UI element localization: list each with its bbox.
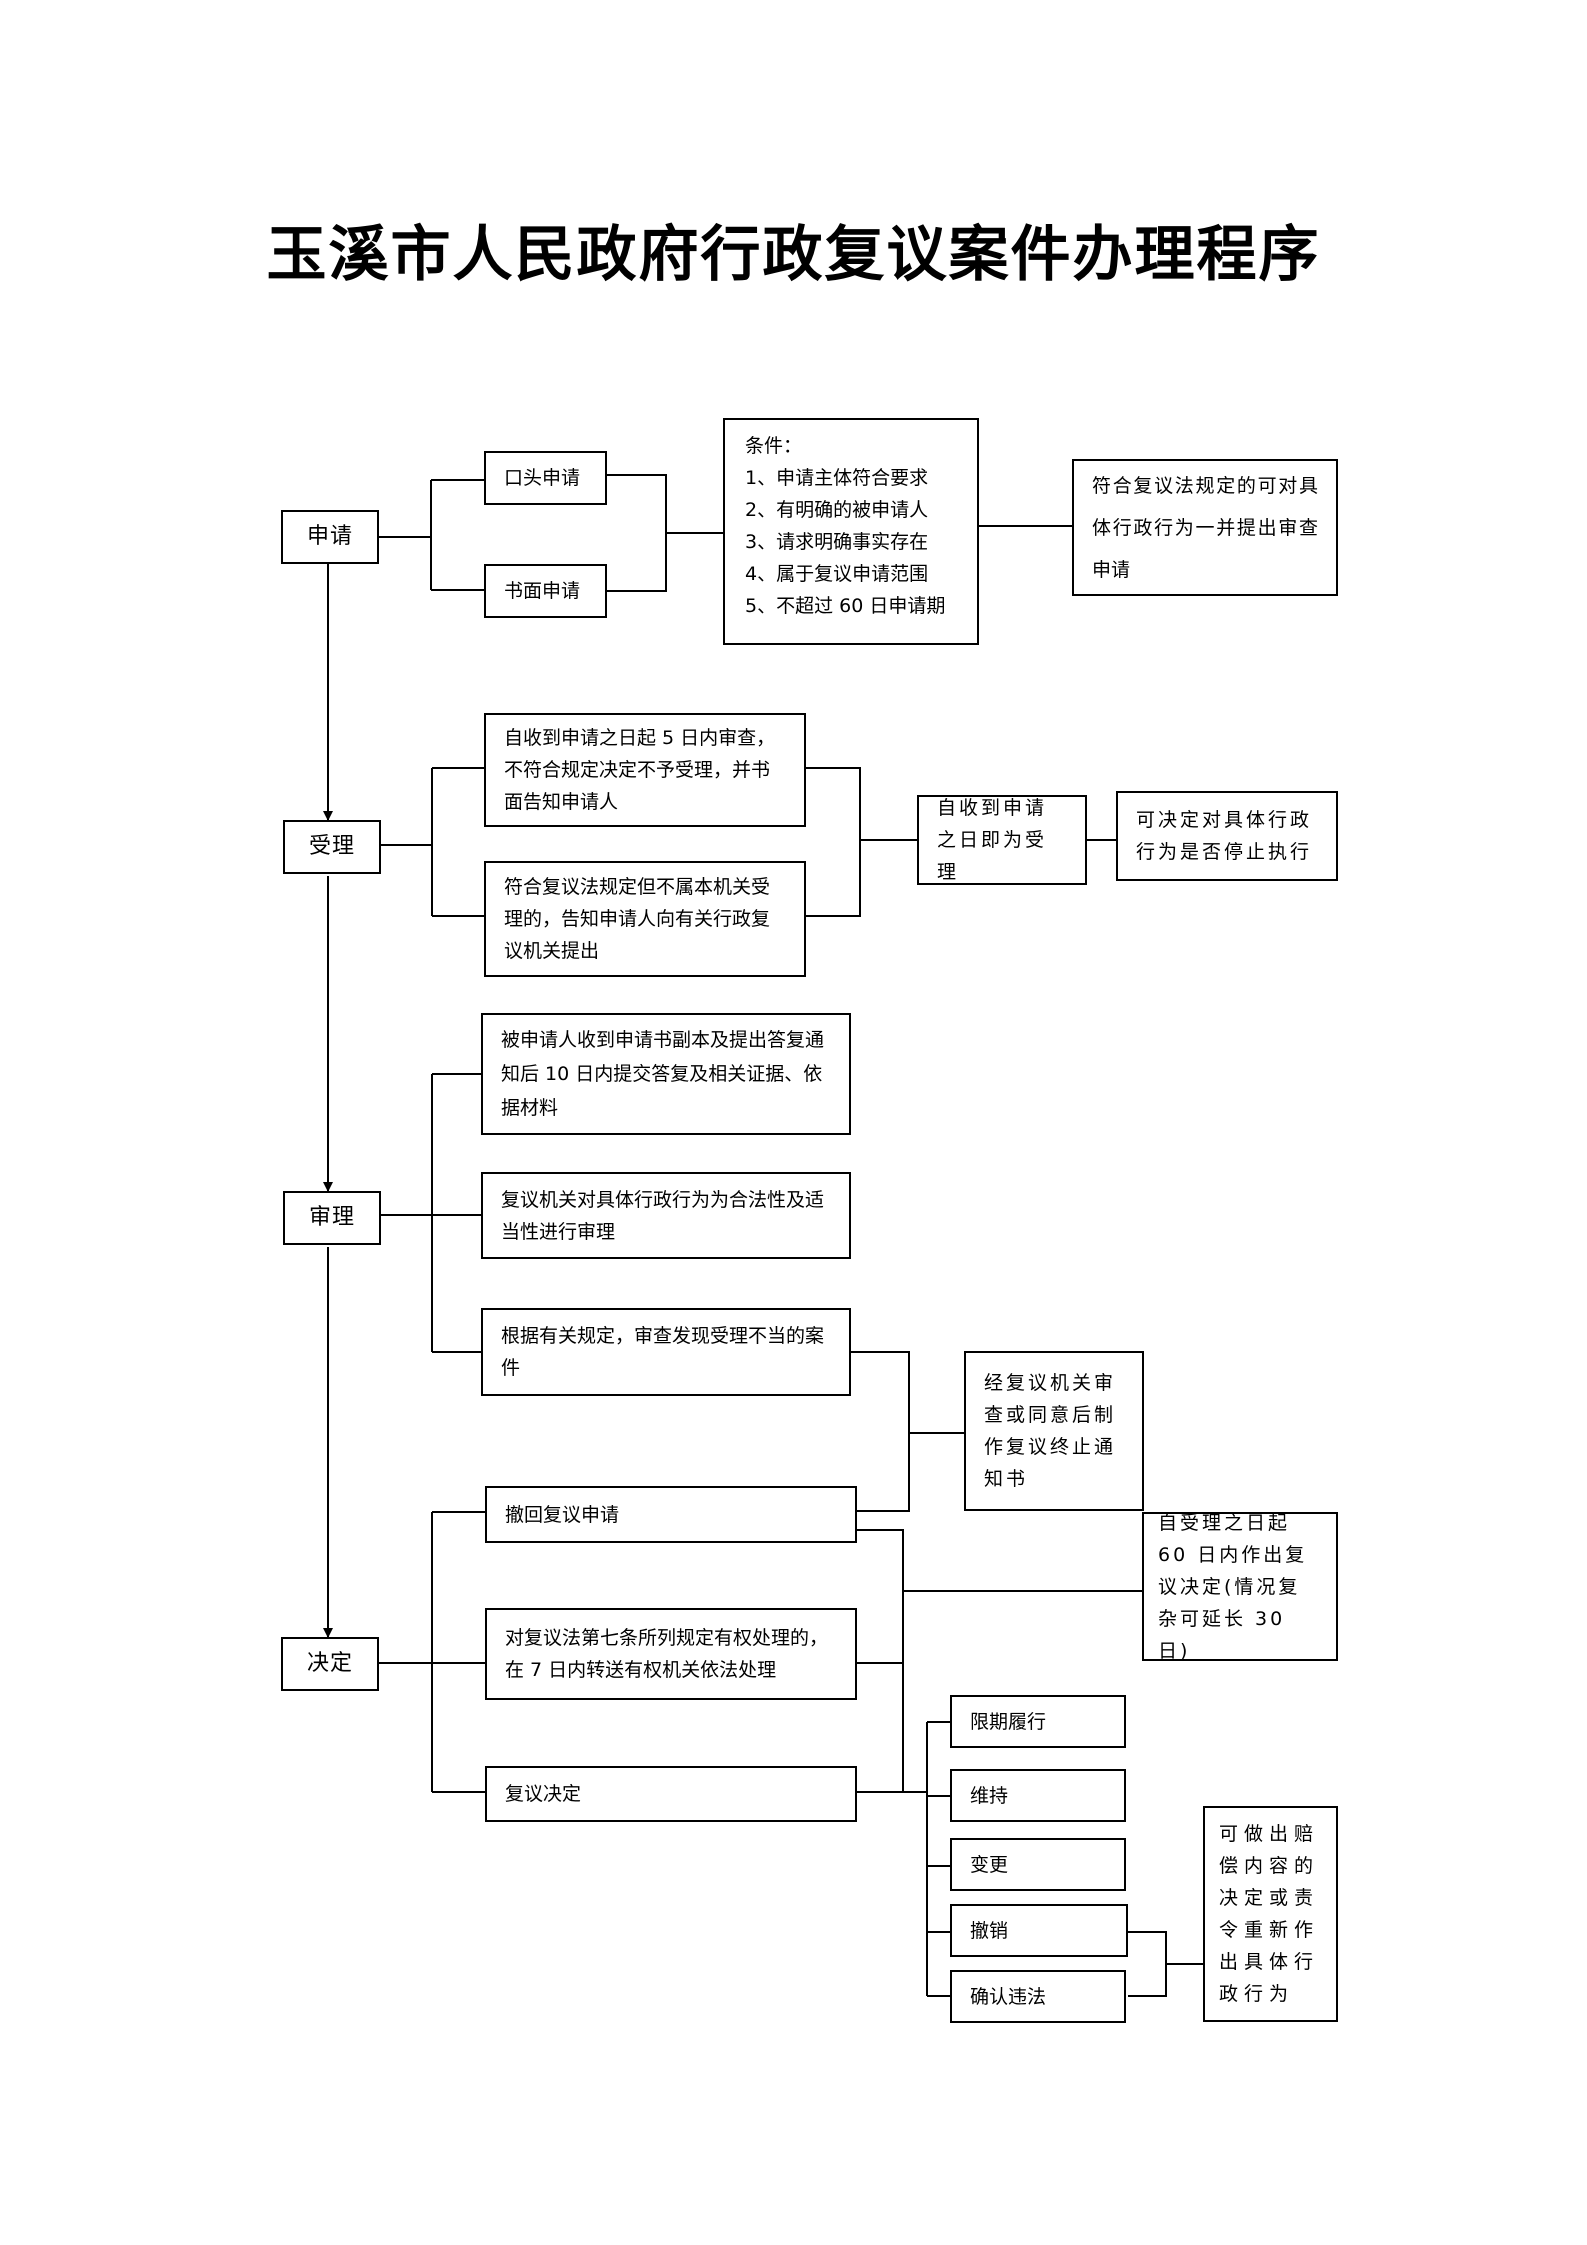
outcome-revoke: 撤销 <box>950 1904 1128 1957</box>
review-decision-box: 复议决定 <box>485 1766 857 1822</box>
withdraw-application-box: 撤回复议申请 <box>485 1486 857 1543</box>
connector-termination <box>851 1351 964 1512</box>
outcome-perform-within-deadline: 限期履行 <box>950 1695 1126 1748</box>
legality-review-box: 复议机关对具体行政行为为合法性及适当性进行审理 <box>481 1172 851 1259</box>
application-conditions: 条件： 1、申请主体符合要求 2、有明确的被申请人 3、请求明确事实存在 4、属… <box>723 418 979 645</box>
stage-apply: 申请 <box>281 510 379 564</box>
outcome-confirm-illegal: 确认违法 <box>950 1970 1126 2023</box>
connector-deadline <box>857 1529 1142 1793</box>
transfer-case-box: 对复议法第七条所列规定有权处理的，在 7 日内转送有权机关依法处理 <box>485 1608 857 1700</box>
connector-outcomes <box>857 1721 950 1997</box>
connector-apply-branch <box>379 479 484 591</box>
stage-accept: 受理 <box>283 820 381 874</box>
deemed-accepted-box: 自收到申请之日即为受理 <box>917 795 1087 885</box>
page-title: 玉溪市人民政府行政复议案件办理程序 <box>266 220 1321 290</box>
outcome-modify: 变更 <box>950 1838 1126 1891</box>
connector-apply-merge <box>607 474 723 592</box>
five-day-review-box: 自收到申请之日起 5 日内审查，不符合规定决定不予受理，并书面告知申请人 <box>484 713 806 827</box>
connector-review-branch <box>381 1073 481 1353</box>
connector-compensation <box>1128 1931 1203 1997</box>
connector-decide-branch <box>379 1511 485 1793</box>
oral-application: 口头申请 <box>484 451 607 505</box>
improper-acceptance-box: 根据有关规定，审查发现受理不当的案件 <box>481 1308 851 1396</box>
decision-deadline-box: 自受理之日起 60 日内作出复议决定(情况复杂可延长 30 日) <box>1142 1512 1338 1662</box>
respondent-reply-box: 被申请人收到申请书副本及提出答复通知后 10 日内提交答复及相关证据、依据材料 <box>481 1013 851 1135</box>
termination-notice-box: 经复议机关审查或同意后制作复议终止通知书 <box>964 1351 1144 1511</box>
compensation-note-box: 可做出赔偿内容的决定或责令重新作出具体行政行为 <box>1203 1806 1338 2022</box>
not-this-authority-box: 符合复议法规定但不属本机关受理的，告知申请人向有关行政复议机关提出 <box>484 861 806 977</box>
written-application: 书面申请 <box>484 564 607 618</box>
joint-review-note: 符合复议法规定的可对具体行政行为一并提出审查申请 <box>1072 459 1338 596</box>
stage-review: 审理 <box>283 1191 381 1245</box>
outcome-uphold: 维持 <box>950 1769 1126 1822</box>
stage-decide: 决定 <box>281 1637 379 1691</box>
connector-accept-merge <box>806 767 917 917</box>
connector-accept-branch <box>381 767 484 917</box>
suspend-execution-box: 可决定对具体行政行为是否停止执行 <box>1116 791 1338 881</box>
